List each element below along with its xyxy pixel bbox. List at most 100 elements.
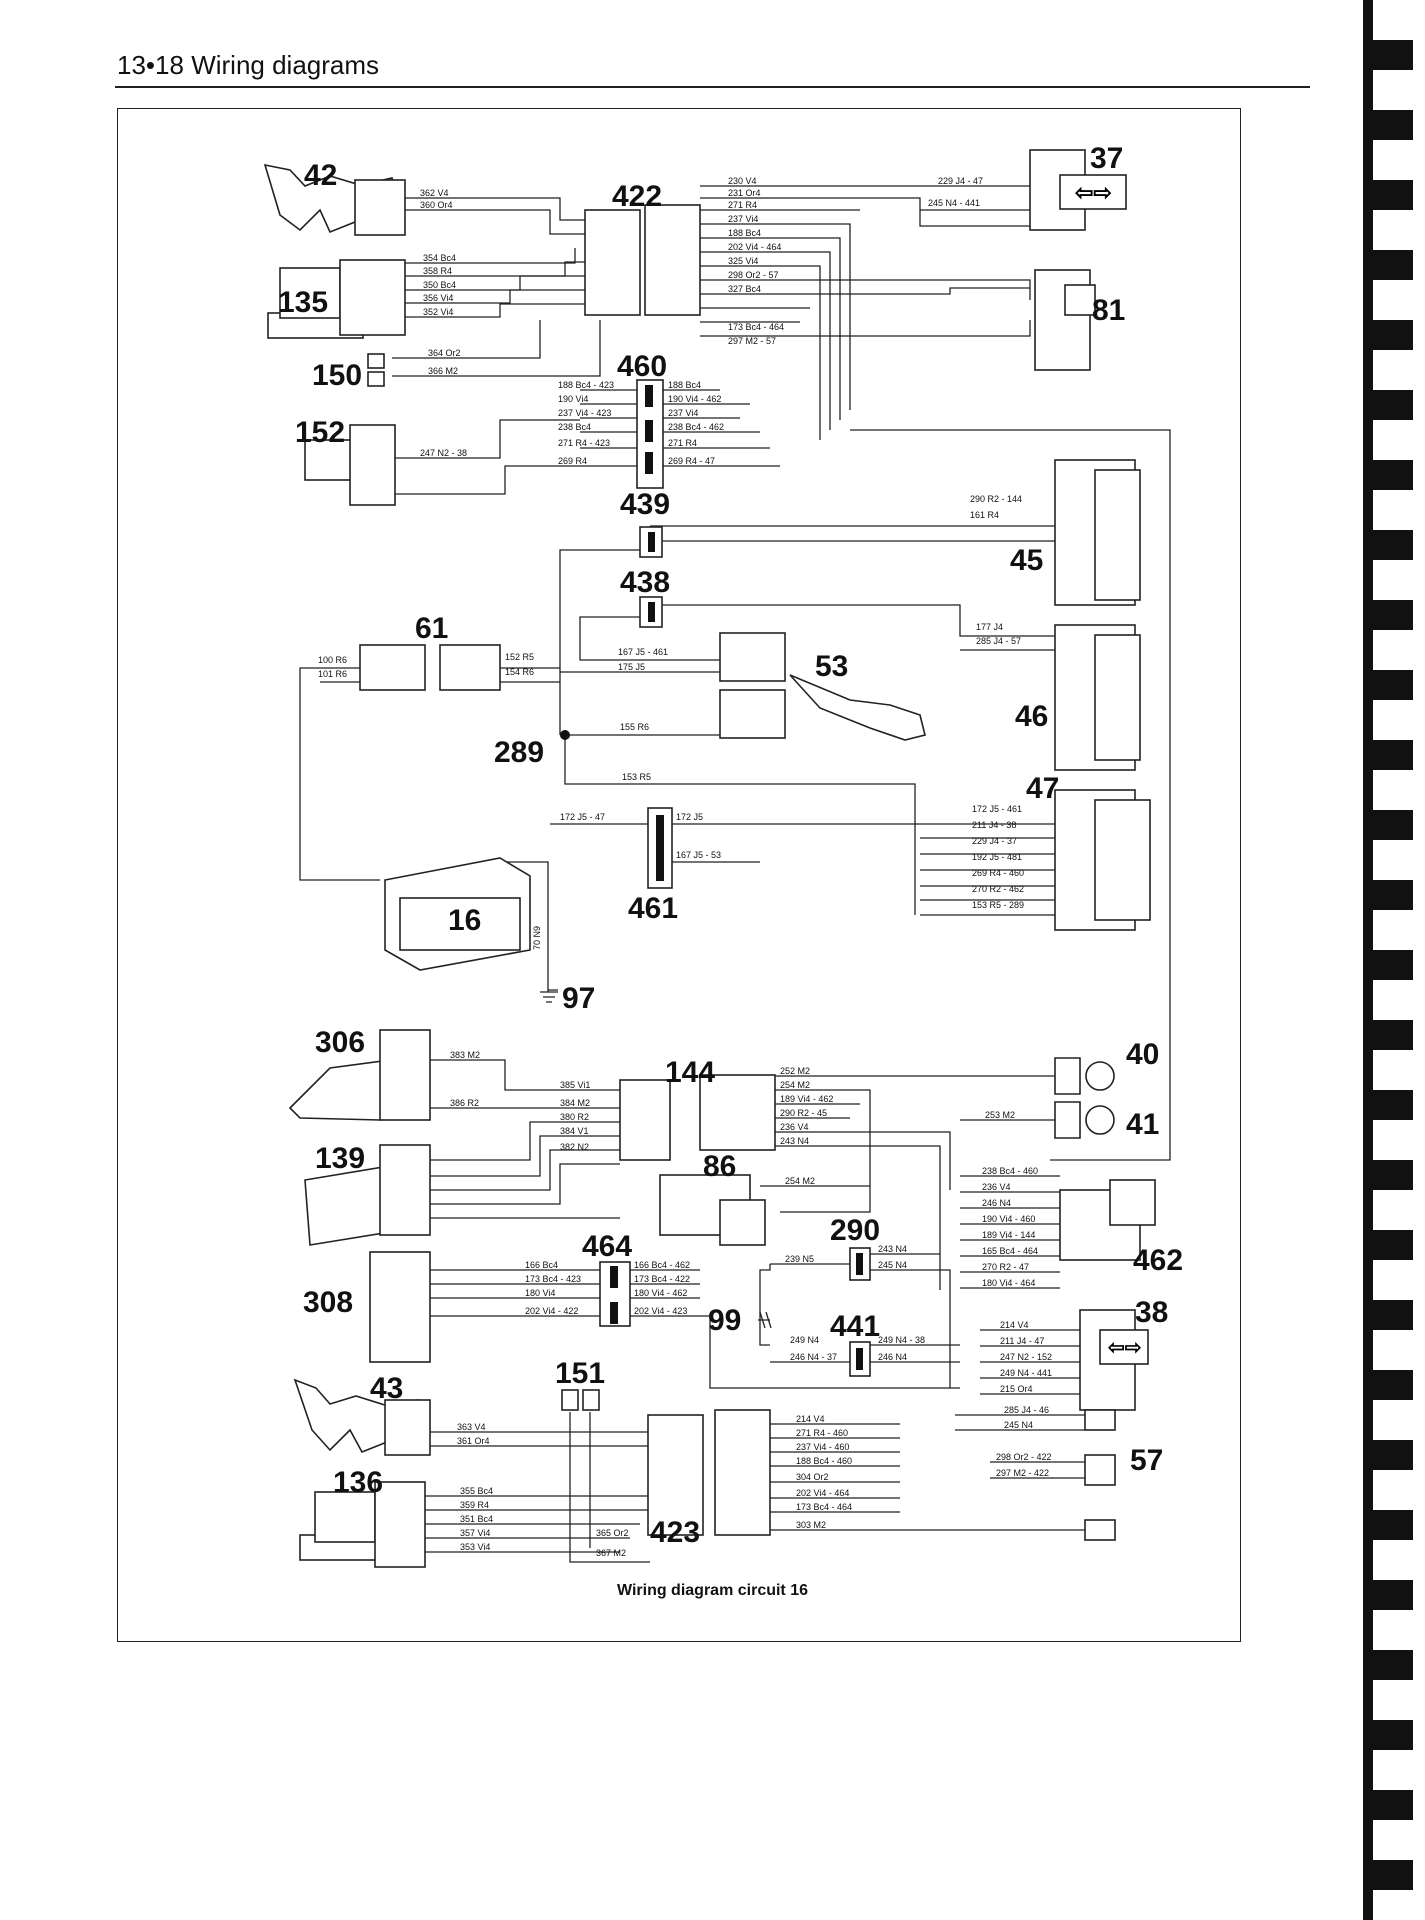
wire-label: 239 N5	[785, 1254, 814, 1264]
wire-label: 353 Vi4	[460, 1542, 490, 1552]
component-label: 289	[494, 736, 544, 769]
wire-label: 236 V4	[982, 1182, 1011, 1192]
wire-label: 202 Vi4 - 422	[525, 1306, 578, 1316]
wire-label: 384 V1	[560, 1126, 589, 1136]
wire-label: 231 Or4	[728, 188, 761, 198]
component-label: 306	[315, 1026, 365, 1059]
wire-label: 211 J4 - 47	[1000, 1336, 1044, 1346]
component-label: 41	[1126, 1108, 1159, 1141]
page-number: 13•18	[117, 50, 184, 80]
wire-label: 350 Bc4	[423, 280, 456, 290]
component-label: 61	[415, 612, 448, 645]
wire-label: 366 M2	[428, 366, 458, 376]
svg-text:⇦⇨: ⇦⇨	[1108, 1337, 1142, 1359]
component-label: 57	[1130, 1444, 1163, 1477]
wire-label: 271 R4	[668, 438, 697, 448]
component-label: 38	[1135, 1296, 1168, 1329]
component-label: 53	[815, 650, 848, 683]
component-label: 42	[304, 159, 337, 192]
wire-label: 246 N4	[982, 1198, 1011, 1208]
wire-label: 351 Bc4	[460, 1514, 493, 1524]
wire-label: 356 Vi4	[423, 293, 453, 303]
wire-label: 247 N2 - 152	[1000, 1352, 1052, 1362]
wire-label: 188 Bc4	[668, 380, 701, 390]
wire-label: 269 R4 - 460	[972, 868, 1024, 878]
svg-text:⇦⇨: ⇦⇨	[1075, 180, 1112, 205]
wire-label: 166 Bc4 - 462	[634, 1260, 690, 1270]
wire-label: 355 Bc4	[460, 1486, 493, 1496]
spiral-binding	[1363, 0, 1413, 1920]
wire-label: 383 M2	[450, 1050, 480, 1060]
component-label: 438	[620, 566, 670, 599]
wire-label: 172 J5 - 47	[560, 812, 605, 822]
wire-label: 269 R4 - 47	[668, 456, 715, 466]
wire-label: 238 Bc4	[558, 422, 591, 432]
page-title: Wiring diagrams	[191, 50, 380, 80]
component-label: 46	[1015, 700, 1048, 733]
wire-label: 172 J5 - 461	[972, 804, 1022, 814]
component-label: 135	[278, 286, 328, 319]
wire-label: 246 N4 - 37	[790, 1352, 837, 1362]
wire-label: 270 R2 - 462	[972, 884, 1024, 894]
component-label: 462	[1133, 1244, 1183, 1277]
component-label: 81	[1092, 294, 1125, 327]
wire-label: 327 Bc4	[728, 284, 761, 294]
component-label: 86	[703, 1150, 736, 1183]
wire-label: 189 Vi4 - 144	[982, 1230, 1035, 1240]
wire-label: 367 M2	[596, 1548, 626, 1558]
wire-label: 230 V4	[728, 176, 757, 186]
wire-label: 153 R5 - 289	[972, 900, 1024, 910]
wire-label: 173 Bc4 - 423	[525, 1274, 581, 1284]
wire-label: 285 J4 - 57	[976, 636, 1021, 646]
wire-label: 271 R4	[728, 200, 757, 210]
wire-label: 382 N2	[560, 1142, 589, 1152]
wire-label: 180 Vi4 - 462	[634, 1288, 687, 1298]
component-label: 152	[295, 416, 345, 449]
wire-label: 214 V4	[1000, 1320, 1029, 1330]
wire-label: 236 V4	[780, 1122, 809, 1132]
component-label: 43	[370, 1372, 403, 1405]
wire-label: 188 Bc4 - 423	[558, 380, 614, 390]
component-label: 290	[830, 1214, 880, 1247]
wire-lines	[299, 185, 1171, 1563]
component-label: 97	[562, 982, 595, 1015]
wire-label: 188 Bc4	[728, 228, 761, 238]
component-label: 423	[650, 1516, 700, 1549]
wire-label: 290 R2 - 144	[970, 494, 1022, 504]
wire-label: 269 R4	[558, 456, 587, 466]
wire-label: 249 N4 - 441	[1000, 1368, 1052, 1378]
component-label: 40	[1126, 1038, 1159, 1071]
component-label: 460	[617, 350, 667, 383]
wire-label: 180 Vi4 - 464	[982, 1278, 1035, 1288]
diagram-frame	[117, 108, 1241, 1642]
wire-label: 167 J5 - 53	[676, 850, 721, 860]
wire-label: 238 Bc4 - 462	[668, 422, 724, 432]
wire-label: 190 Vi4	[558, 394, 588, 404]
wire-label: 245 N4 - 441	[928, 198, 980, 208]
component-label: 439	[620, 488, 670, 521]
wire-label: 155 R6	[620, 722, 649, 732]
wire-label: 167 J5 - 461	[618, 647, 668, 657]
header-rule	[115, 86, 1310, 88]
wire-label: 249 N4 - 38	[878, 1335, 925, 1345]
wire-label: 385 Vi1	[560, 1080, 590, 1090]
wire-label: 172 J5	[676, 812, 703, 822]
wire-label: 357 Vi4	[460, 1528, 490, 1538]
wire-label: 285 J4 - 46	[1004, 1405, 1049, 1415]
wire-label: 254 M2	[780, 1080, 810, 1090]
component-label: 37	[1090, 142, 1123, 175]
wire-label: 304 Or2	[796, 1472, 829, 1482]
wire-label: 253 M2	[985, 1110, 1015, 1120]
wire-label: 153 R5	[622, 772, 651, 782]
wire-label: 254 M2	[785, 1176, 815, 1186]
wire-label: 352 Vi4	[423, 307, 453, 317]
wire-label: 245 N4	[878, 1260, 907, 1270]
wire-label: 237 Vi4 - 460	[796, 1442, 849, 1452]
wire-label: 180 Vi4	[525, 1288, 555, 1298]
wire-label: 70 N9	[532, 926, 542, 950]
wire-label: 243 N4	[780, 1136, 809, 1146]
wire-label: 360 Or4	[420, 200, 453, 210]
wire-label: 202 Vi4 - 423	[634, 1306, 687, 1316]
component-label: 45	[1010, 544, 1043, 577]
